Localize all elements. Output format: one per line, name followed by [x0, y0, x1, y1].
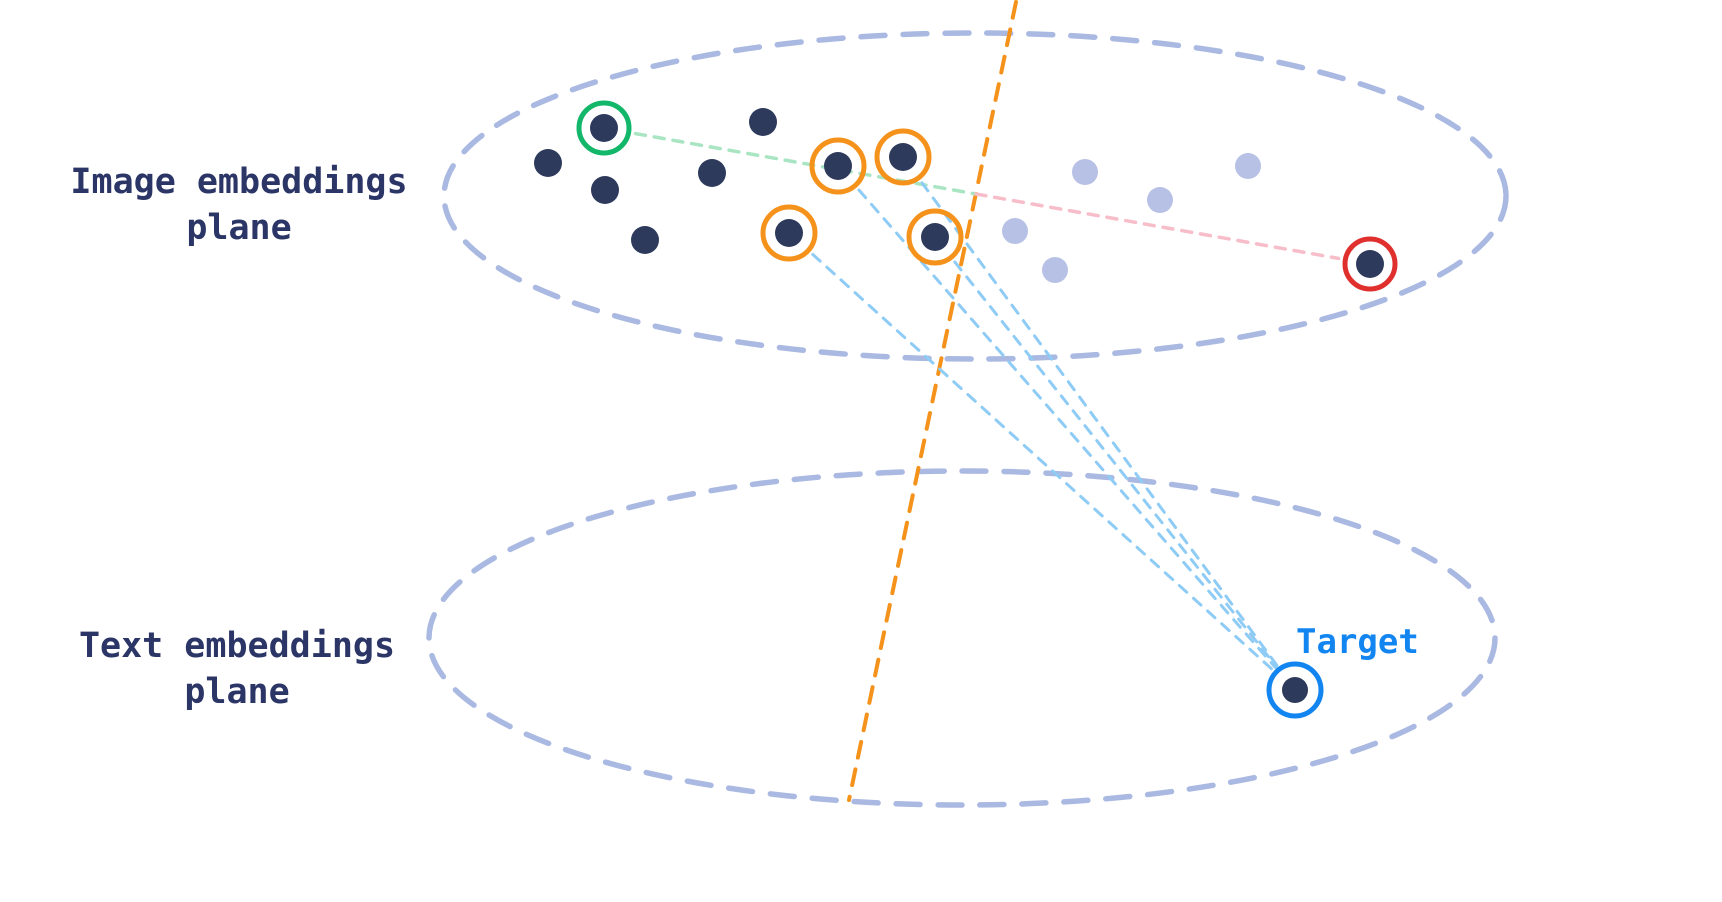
- text-plane-label-line1: Text embeddings: [78, 626, 396, 666]
- image-point-light-1: [1002, 218, 1028, 244]
- red-ringed-point: [1356, 250, 1384, 278]
- match-line-3: [953, 260, 1278, 669]
- green-ringed-point: [590, 114, 618, 142]
- orange-ringed-point-3: [921, 223, 949, 251]
- image-plane-label-line2: plane: [186, 207, 292, 248]
- image-point-dark-4: [698, 159, 726, 187]
- match-line-2: [920, 181, 1279, 668]
- image-point-dark-1: [534, 149, 562, 177]
- image-plane-label: Image embeddings plane: [49, 160, 429, 251]
- text-plane-label-line2: plane: [184, 671, 290, 712]
- orange-ring-2: [874, 128, 932, 186]
- image-point-light-4: [1147, 187, 1173, 213]
- image-point-light-5: [1235, 153, 1261, 179]
- green-to-boundary-line: [633, 131, 978, 196]
- image-embeddings-plane-ellipse: [441, 30, 1509, 362]
- image-point-dark-2: [591, 176, 619, 204]
- orange-ring-1: [809, 137, 867, 195]
- image-point-dark-3: [631, 226, 659, 254]
- image-point-light-2: [1042, 257, 1068, 283]
- green-ring: [576, 100, 632, 156]
- orange-ring-4: [760, 204, 818, 262]
- image-point-dark-5: [749, 108, 777, 136]
- target-ring: [1266, 661, 1324, 719]
- match-line-4: [811, 252, 1275, 672]
- image-plane-label-line1: Image embeddings: [70, 162, 408, 202]
- target-label: Target: [1296, 622, 1419, 662]
- text-embeddings-plane-ellipse: [426, 468, 1498, 808]
- match-line-1: [857, 188, 1277, 669]
- modality-boundary-line: [847, 0, 1018, 802]
- orange-ringed-point-1: [824, 152, 852, 180]
- orange-ringed-point-4: [775, 219, 803, 247]
- orange-ring-3: [906, 208, 964, 266]
- orange-ringed-point-2: [889, 143, 917, 171]
- red-ring: [1342, 236, 1398, 292]
- boundary-to-red-line: [974, 192, 1341, 261]
- target-point: [1282, 677, 1308, 703]
- image-point-light-3: [1072, 159, 1098, 185]
- text-plane-label: Text embeddings plane: [47, 624, 427, 715]
